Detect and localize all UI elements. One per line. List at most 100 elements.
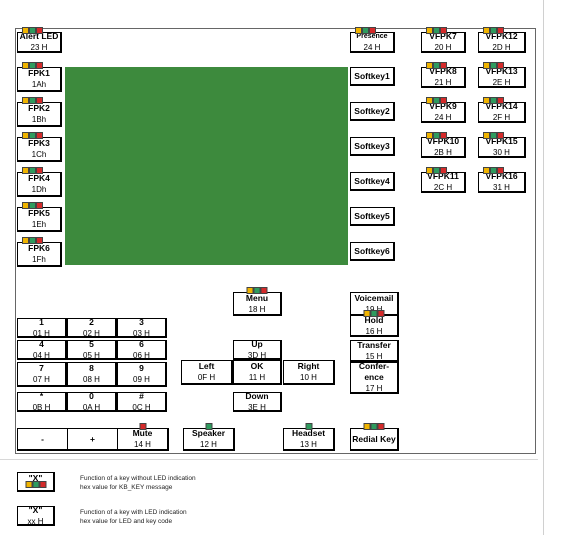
key-label: Presence <box>356 33 388 40</box>
key-label: * <box>39 390 44 401</box>
yellow-led-icon <box>483 62 490 69</box>
key-label: 1 <box>39 316 44 327</box>
led-indicators <box>22 237 43 245</box>
key-hex-code: 12 H <box>200 440 217 449</box>
green-led-icon <box>205 423 212 430</box>
key-label: Hold <box>364 314 384 325</box>
key-hex-code: 13 H <box>300 440 317 449</box>
green-led-icon <box>29 27 36 34</box>
key-softkey3[interactable]: Softkey3 <box>350 137 395 156</box>
key-hex-code: 16 H <box>365 326 383 336</box>
key-star[interactable]: *0B H <box>17 390 67 412</box>
key-hex-code: 2D H <box>492 43 511 52</box>
legend-sample-hex: xx H <box>27 516 44 526</box>
key-hex-code: 1Dh <box>31 185 47 194</box>
key-label: FPK4 <box>28 173 50 183</box>
yellow-led-icon <box>25 481 32 488</box>
key-softkey4[interactable]: Softkey4 <box>350 172 395 191</box>
legend-sample-key-hex: "X"xx H <box>17 504 55 526</box>
red-led-icon <box>440 27 447 34</box>
key-softkey5[interactable]: Softkey5 <box>350 207 395 226</box>
red-led-icon <box>139 423 146 430</box>
yellow-led-icon <box>22 167 29 174</box>
led-indicators <box>22 167 43 175</box>
key-fpk4[interactable]: FPK4 1Dh <box>17 167 62 197</box>
display-screen <box>65 67 348 265</box>
green-led-icon <box>490 62 497 69</box>
led-indicators <box>483 167 504 175</box>
key-minus[interactable]: - <box>17 428 69 451</box>
key-hex-code: 11 H <box>248 373 266 382</box>
key-softkey2[interactable]: Softkey2 <box>350 102 395 121</box>
legend-sample-label: "X" <box>28 504 43 515</box>
key-label: Softkey1 <box>354 70 390 81</box>
key-redial[interactable]: Redial Key <box>350 423 399 451</box>
key-hex-code: 2F H <box>492 113 511 122</box>
key-label: Right <box>297 361 320 371</box>
led-indicators <box>483 27 504 35</box>
green-led-icon <box>433 132 440 139</box>
led-indicators <box>22 62 43 70</box>
key-hex-code: 3E H <box>248 402 266 412</box>
key-hash[interactable]: #0C H <box>117 390 167 412</box>
green-led-icon <box>29 202 36 209</box>
key-hex-code: 1Fh <box>32 255 46 264</box>
red-led-icon <box>36 132 43 139</box>
key-label: 5 <box>89 338 94 349</box>
yellow-led-icon <box>246 287 254 294</box>
key-label: Alert LED <box>19 31 59 41</box>
key-hex-code: 17 H <box>365 384 383 393</box>
key-label: Confer- <box>358 361 390 371</box>
key-label: # <box>139 390 144 401</box>
key-softkey6[interactable]: Softkey6 <box>350 242 395 261</box>
key-label: Transfer <box>357 339 391 350</box>
led-indicators <box>305 423 312 431</box>
key-hex-code: 1Eh <box>31 220 47 229</box>
phone-outline <box>15 28 536 454</box>
key-softkey1[interactable]: Softkey1 <box>350 67 395 86</box>
green-led-icon <box>305 423 312 430</box>
green-led-icon <box>32 481 39 488</box>
key-plus[interactable]: + <box>67 428 119 451</box>
